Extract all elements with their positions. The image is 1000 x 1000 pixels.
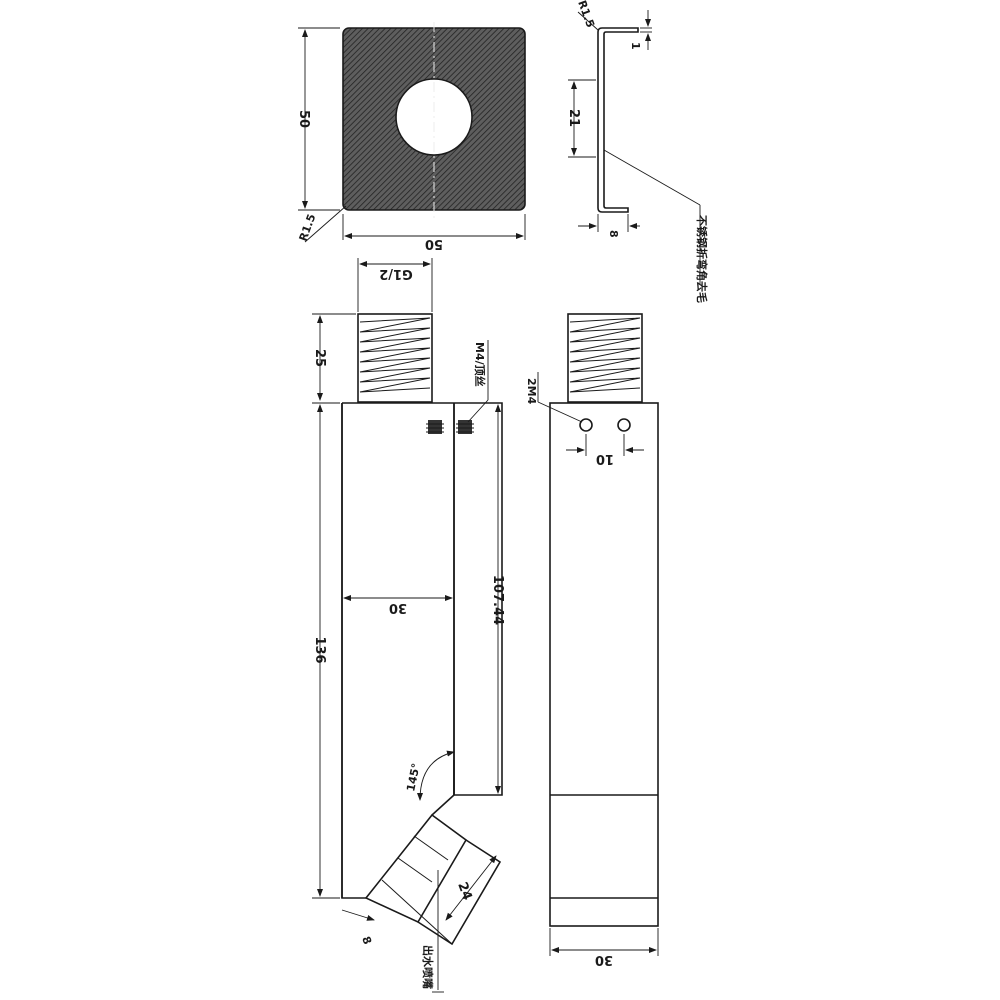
bracket-view: 1 R1.5 21 8 不锈钢折弯角去毛 <box>566 0 709 303</box>
front-thread <box>357 313 433 403</box>
bracket-thickness-label: 1 <box>629 42 642 50</box>
front-thread-label: G1/2 <box>379 266 413 281</box>
bracket-gap-label: 21 <box>566 109 581 127</box>
plate-radius-label: R1.5 <box>297 212 319 243</box>
outlet-width-label: 24 <box>454 880 474 902</box>
outlet-note: 出水喷嘴 <box>421 945 435 989</box>
set-screw-right <box>456 420 474 434</box>
front-view: G1/2 25 M4/顶丝 136 30 1 <box>312 258 505 993</box>
bracket-profile <box>597 27 639 213</box>
set-screw-left <box>426 420 444 434</box>
outlet-offset-label: 8 <box>359 935 374 947</box>
outlet-nozzle <box>364 813 502 946</box>
side-thread <box>567 313 643 403</box>
side-hole-right <box>617 418 631 432</box>
front-body <box>341 402 503 899</box>
side-body <box>549 402 659 927</box>
front-total-height-label: 136 <box>312 636 327 663</box>
set-screw-note: M4/顶丝 <box>473 342 487 387</box>
plate-view: 50 50 R1.5 <box>296 22 526 251</box>
side-hole-left <box>579 418 593 432</box>
plate-width-label: 50 <box>425 236 443 251</box>
front-angle-label: 145° <box>404 762 423 793</box>
plate-height-label: 50 <box>296 110 311 128</box>
side-holes-label: 2M4 <box>525 378 538 405</box>
front-depth-label: 107.44 <box>490 575 505 625</box>
side-hole-spacing-label: 10 <box>596 451 614 466</box>
bracket-radius-label: R1.5 <box>575 0 597 29</box>
bracket-foot-label: 8 <box>607 230 620 238</box>
side-view: 2M4 10 30 <box>525 313 659 967</box>
front-inner-width-label: 30 <box>389 600 407 615</box>
bracket-material-note: 不锈钢折弯角去毛 <box>695 215 709 303</box>
side-width-label: 30 <box>595 952 613 967</box>
front-thread-length-label: 25 <box>312 349 327 367</box>
